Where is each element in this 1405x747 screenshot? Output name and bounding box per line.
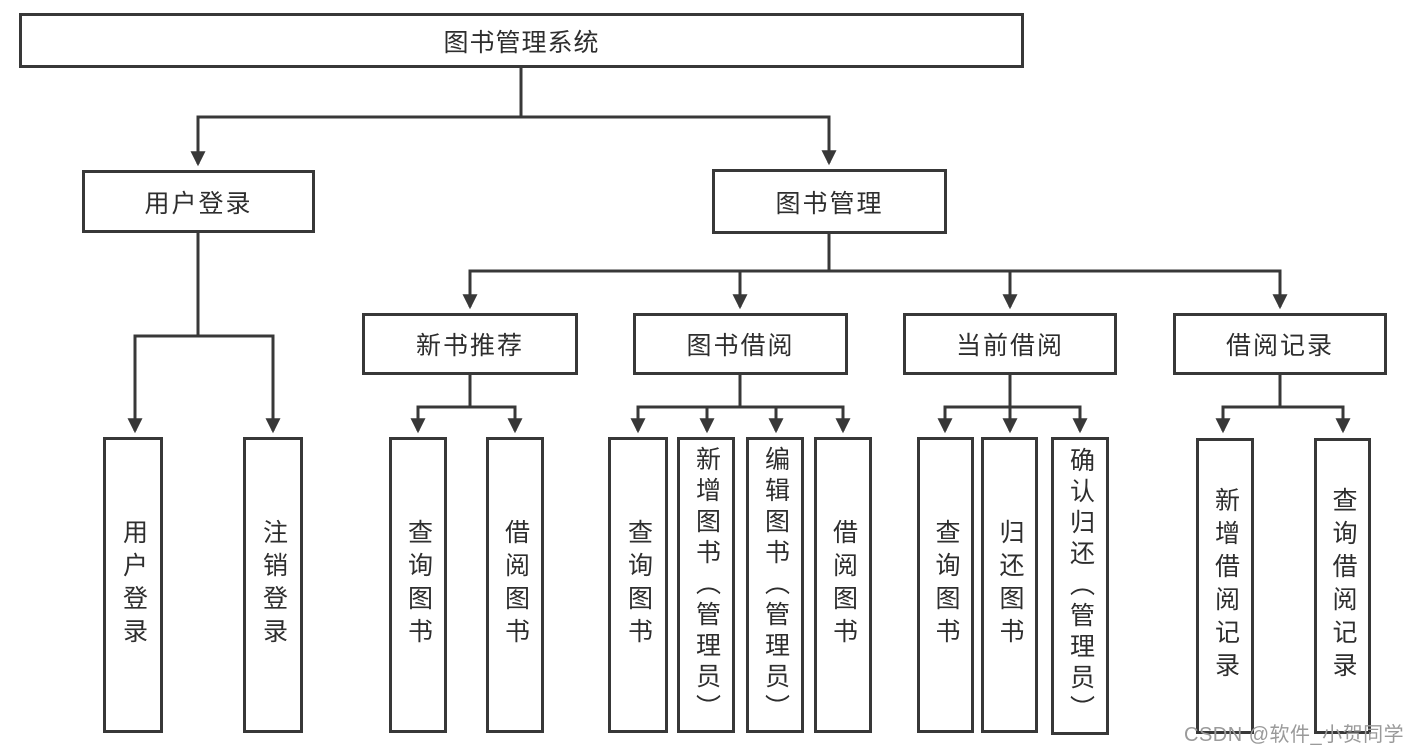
leaf-confirm-return-admin: 确认归还（管理员）	[1051, 437, 1109, 735]
connector-book-borrow-to-leaves	[630, 375, 851, 434]
connector-book-mgmt-to-level3	[462, 234, 1288, 310]
leaf-logout-label: 注销登录	[259, 519, 288, 651]
leaf-query-books-1-label: 查询图书	[404, 519, 433, 651]
leaf-user-login: 用户登录	[103, 437, 163, 733]
node-current-borrowing: 当前借阅	[903, 313, 1117, 375]
connector-root-to-level2	[190, 68, 837, 167]
leaf-return-book-label: 归还图书	[996, 519, 1024, 651]
leaf-query-books-2: 查询图书	[608, 437, 668, 733]
node-borrowing-records: 借阅记录	[1173, 313, 1387, 375]
leaf-query-borrow-record: 查询借阅记录	[1314, 438, 1371, 734]
node-new-book-recommendation: 新书推荐	[362, 313, 578, 375]
node-book-borrowing: 图书借阅	[633, 313, 848, 375]
leaf-query-books-1: 查询图书	[389, 437, 447, 733]
leaf-add-book-admin: 新增图书（管理员）	[677, 437, 735, 733]
leaf-logout: 注销登录	[243, 437, 303, 733]
connector-user-login-to-leaves	[127, 233, 281, 434]
connector-new-book-to-leaves	[410, 375, 523, 434]
node-borrowing-records-label: 借阅记录	[1225, 332, 1334, 360]
node-book-borrowing-label: 图书借阅	[686, 332, 795, 360]
leaf-borrow-books-1: 借阅图书	[486, 437, 544, 733]
leaf-query-books-3-label: 查询图书	[932, 519, 960, 651]
leaf-borrow-books-2: 借阅图书	[814, 437, 872, 733]
leaf-add-borrow-record-label: 新增借阅记录	[1211, 487, 1240, 685]
leaf-query-books-3: 查询图书	[917, 437, 974, 733]
node-new-book-recommendation-label: 新书推荐	[415, 332, 524, 360]
leaf-borrow-books-2-label: 借阅图书	[829, 519, 858, 651]
connector-current-borrow-to-leaves	[937, 375, 1088, 434]
node-user-login: 用户登录	[82, 170, 315, 233]
leaf-add-book-admin-label: 新增图书（管理员）	[692, 445, 721, 725]
node-book-management: 图书管理	[712, 169, 947, 234]
connector-borrow-records-to-leaves	[1215, 375, 1351, 434]
node-current-borrowing-label: 当前借阅	[955, 332, 1064, 360]
leaf-return-book: 归还图书	[981, 437, 1038, 733]
leaf-edit-book-admin: 编辑图书（管理员）	[746, 437, 804, 733]
leaf-query-borrow-record-label: 查询借阅记录	[1329, 487, 1357, 685]
node-library-management-system-label: 图书管理系统	[443, 28, 600, 57]
leaf-user-login-label: 用户登录	[119, 519, 148, 651]
node-book-management-label: 图书管理	[775, 189, 884, 218]
leaf-query-books-2-label: 查询图书	[624, 519, 653, 651]
node-user-login-label: 用户登录	[144, 189, 253, 218]
leaf-add-borrow-record: 新增借阅记录	[1196, 438, 1254, 734]
leaf-confirm-return-admin-label: 确认归还（管理员）	[1066, 446, 1095, 726]
leaf-edit-book-admin-label: 编辑图书（管理员）	[761, 445, 790, 725]
csdn-watermark: CSDN @软件_小贺同学	[1184, 724, 1405, 746]
leaf-borrow-books-1-label: 借阅图书	[501, 519, 530, 651]
node-library-management-system: 图书管理系统	[19, 13, 1024, 68]
